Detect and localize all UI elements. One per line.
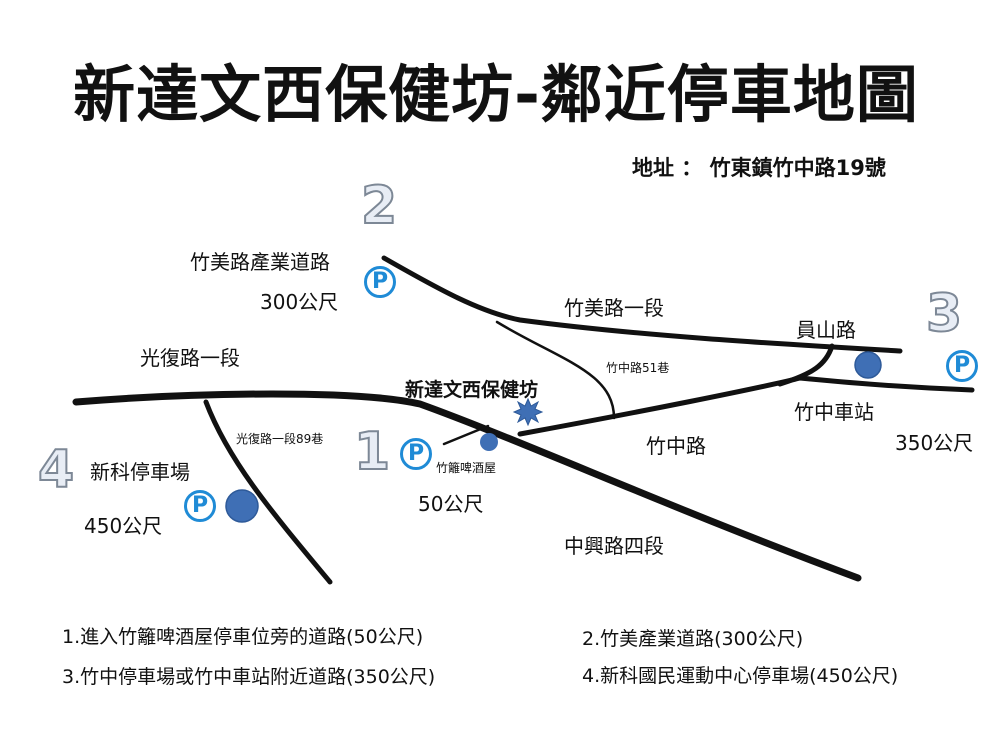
parking-number-4: 4 — [37, 439, 75, 501]
parking-4-icon: P — [184, 490, 216, 522]
station-marker — [854, 351, 882, 379]
parking-number-3: 3 — [925, 283, 963, 345]
distance-1: 50公尺 — [418, 492, 484, 516]
label-zhongxing-sec4: 中興路四段 — [564, 534, 664, 558]
note-3: 3.竹中停車場或竹中車站附近道路(350公尺) — [62, 666, 436, 688]
parking-number-2: 2 — [360, 175, 398, 237]
beer-house-marker — [480, 433, 498, 451]
label-lane89: 光復路一段89巷 — [236, 432, 324, 446]
note-1: 1.進入竹籬啤酒屋停車位旁的道路(50公尺) — [62, 626, 424, 648]
label-guangfu-sec1: 光復路一段 — [140, 346, 240, 370]
xinke-parking-marker — [225, 489, 259, 523]
road-lane89 — [203, 399, 333, 585]
distance-4: 450公尺 — [84, 514, 163, 538]
road-lane51 — [495, 320, 616, 420]
label-yuanshan: 員山路 — [796, 318, 856, 342]
label-lane51: 竹中路51巷 — [606, 361, 670, 375]
parking-1-icon: P — [400, 438, 432, 470]
parking-2-icon: P — [364, 266, 396, 298]
label-clinic: 新達文西保健坊 — [405, 379, 539, 401]
label-zhumei-sec1: 竹美路一段 — [564, 296, 664, 320]
road-guangfu-zhongxing — [72, 390, 862, 582]
distance-2: 300公尺 — [260, 290, 339, 314]
road-yuanshan — [777, 343, 835, 387]
road-zhumei — [381, 255, 903, 354]
note-2: 2.竹美產業道路(300公尺) — [582, 628, 804, 650]
label-zhuzhong-road: 竹中路 — [646, 434, 706, 458]
label-xinke-parking: 新科停車場 — [90, 460, 190, 484]
label-zhuzhong-station: 竹中車站 — [794, 400, 874, 424]
note-4: 4.新科國民運動中心停車場(450公尺) — [582, 665, 899, 687]
road-zhuzhong — [517, 375, 975, 437]
page-title: 新達文西保健坊-鄰近停車地圖 — [73, 58, 919, 131]
clinic-star-icon — [512, 397, 544, 427]
label-beer-house: 竹籬啤酒屋 — [436, 461, 497, 475]
parking-3-icon: P — [946, 350, 978, 382]
address-label: 地址 ： 竹東鎮竹中路19號 — [632, 156, 886, 180]
label-zhumei-industry: 竹美路產業道路 — [190, 250, 330, 274]
distance-3: 350公尺 — [895, 431, 974, 455]
road-beer-lane — [442, 424, 490, 446]
parking-number-1: 1 — [353, 421, 391, 483]
